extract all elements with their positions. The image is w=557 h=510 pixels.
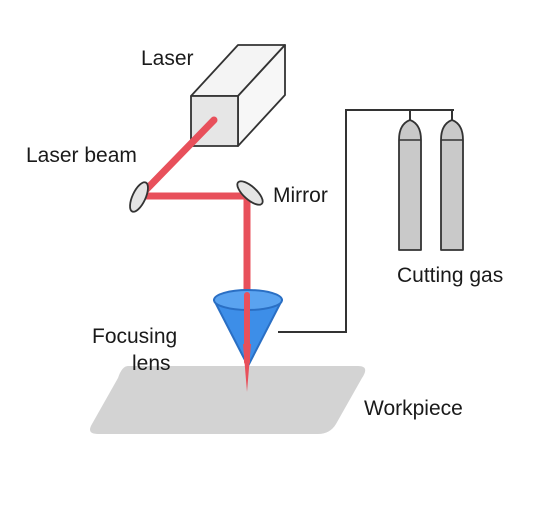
laser-source-box	[190, 44, 286, 147]
gas-cylinder-left	[398, 119, 422, 251]
mirror-left	[129, 181, 149, 213]
label-laser: Laser	[141, 47, 194, 70]
focused-beam-tip	[243, 344, 251, 392]
workpiece-plate	[90, 366, 366, 434]
gas-cylinder-right	[440, 119, 464, 251]
label-focusing-lens-line2: lens	[132, 352, 171, 375]
label-focusing-lens-line1: Focusing	[92, 325, 177, 348]
label-workpiece: Workpiece	[364, 397, 463, 420]
label-mirror: Mirror	[273, 184, 328, 207]
gas-supply-pipe	[278, 109, 454, 333]
label-laser-beam: Laser beam	[26, 144, 137, 167]
label-cutting-gas: Cutting gas	[397, 264, 503, 287]
laser-beam	[136, 116, 251, 296]
mirror-right	[236, 180, 264, 206]
